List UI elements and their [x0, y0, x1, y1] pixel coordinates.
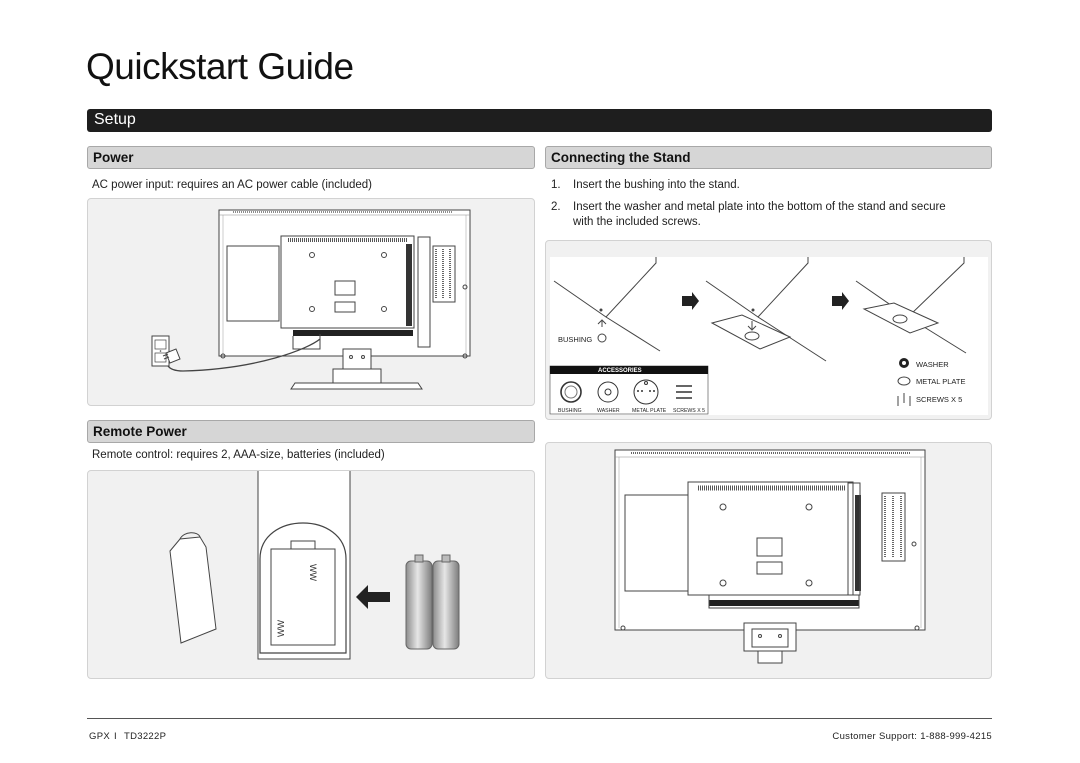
- step-2-text-continued: with the included screws.: [573, 216, 701, 228]
- step-2-text: Insert the washer and metal plate into t…: [573, 201, 946, 213]
- metal-plate-callout: METAL PLATE: [916, 377, 965, 386]
- footer-support: Customer Support: 1-888-999-4215: [832, 731, 992, 742]
- footer-model: TD3222P: [124, 731, 167, 742]
- setup-header-bar: Setup: [87, 109, 992, 132]
- footer-divider: [87, 718, 992, 719]
- bushing-callout: BUSHING: [558, 335, 592, 344]
- remote-power-heading: Remote Power: [93, 424, 187, 439]
- step-1-text: Insert the bushing into the stand.: [573, 179, 740, 191]
- stand-heading: Connecting the Stand: [551, 150, 691, 165]
- power-heading: Power: [93, 150, 134, 165]
- remote-illustration-panel: WW WW: [87, 470, 535, 679]
- tv-back-panel: [545, 442, 992, 679]
- remote-power-heading-bar: Remote Power: [87, 420, 535, 443]
- washer-callout: WASHER: [916, 360, 949, 369]
- setup-header: Setup: [94, 111, 136, 128]
- svg-text:WW: WW: [308, 564, 318, 581]
- step-2-number: 2.: [551, 201, 561, 213]
- remote-battery-illustration: WW WW: [169, 471, 460, 660]
- svg-text:WW: WW: [276, 620, 286, 637]
- accessory-metal-plate-label: METAL PLATE: [632, 408, 667, 414]
- footer-separator: I: [114, 731, 117, 742]
- tv-back-power-illustration: [151, 209, 471, 390]
- accessory-bushing-label: BUSHING: [558, 408, 582, 414]
- footer-brand: GPX: [89, 731, 110, 742]
- tv-back-with-stand-illustration: [614, 449, 926, 664]
- screws-callout: SCREWS X 5: [916, 395, 962, 404]
- power-description: AC power input: requires an AC power cab…: [92, 179, 372, 191]
- page-title: Quickstart Guide: [86, 46, 354, 87]
- accessory-screws-label: SCREWS X 5: [673, 408, 705, 414]
- power-illustration-panel: [87, 198, 535, 406]
- step-1-number: 1.: [551, 179, 561, 191]
- stand-illustration-panel: BUSHING WASHER METAL PLATE SCREWS X 5 AC…: [545, 240, 992, 420]
- power-heading-bar: Power: [87, 146, 535, 169]
- stand-assembly-diagram: BUSHING WASHER METAL PLATE SCREWS X 5 AC…: [549, 257, 988, 415]
- accessory-washer-label: WASHER: [597, 408, 620, 414]
- accessories-heading: ACCESSORIES: [598, 368, 642, 374]
- stand-heading-bar: Connecting the Stand: [545, 146, 992, 169]
- remote-power-description: Remote control: requires 2, AAA-size, ba…: [92, 449, 385, 461]
